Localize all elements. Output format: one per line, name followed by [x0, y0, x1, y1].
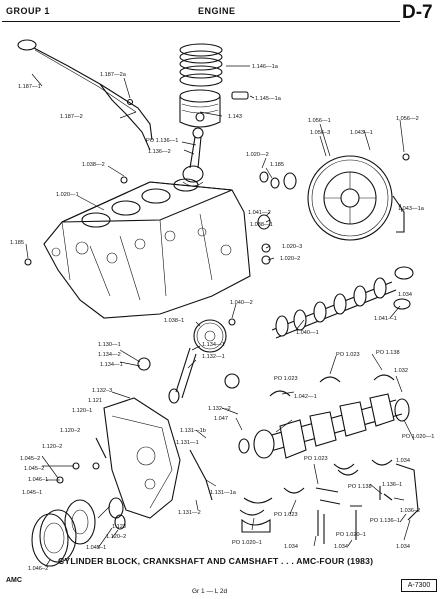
flywheel — [307, 153, 410, 241]
part-label: 1.131—1 — [176, 440, 199, 446]
part-label: 1.136—2 — [148, 149, 171, 155]
part-label: 1.134—1 — [100, 362, 123, 368]
part-label: 1.038—1 — [250, 222, 273, 228]
block-plugs — [24, 98, 297, 326]
part-label: 1.038–1 — [164, 318, 184, 324]
part-label: 1.143 — [228, 114, 242, 120]
part-label: 1.040—2 — [230, 300, 253, 306]
part-label: 1.120–2 — [106, 534, 126, 540]
part-label: 1.187—2a — [100, 72, 127, 78]
crankshaft — [238, 393, 410, 459]
part-label: PO 1.136—1 — [146, 138, 178, 144]
part-label: 1.132—2 — [208, 406, 231, 412]
part-label: 1.132—1 — [202, 354, 225, 360]
part-label: 1.041—2 — [248, 210, 271, 216]
part-label: 1.043—1a — [398, 206, 425, 212]
part-label: 1.045–1 — [22, 490, 42, 496]
part-label: 1.120–2 — [60, 428, 80, 434]
part-label: 1.034 — [334, 544, 348, 550]
footer-code: Gr 1 — L 2d — [192, 588, 228, 595]
part-label: 1.056–3 — [310, 130, 330, 136]
part-label: 1.134—1 — [202, 342, 225, 348]
part-label: 1.043—1 — [350, 130, 373, 136]
piston-rings — [179, 43, 223, 87]
part-label: 1.040—1 — [296, 330, 319, 336]
part-label: PO 1.020—1 — [402, 434, 434, 440]
part-label: 1.038—2 — [82, 162, 105, 168]
part-label: 1.131—1b — [180, 428, 206, 434]
part-labels: 1.146—1a 1.145—1a 1.143 1.187—1 1.187—2a… — [10, 64, 434, 572]
part-label: 1.131—2 — [178, 510, 201, 516]
part-label: PO 1.023 — [304, 456, 328, 462]
main-bearing-shells — [239, 374, 419, 521]
footer-brand: AMC — [6, 577, 22, 584]
piston — [179, 89, 249, 128]
part-label: 1.045–2 — [20, 456, 40, 462]
bearing-caps-bolts — [241, 486, 393, 544]
part-label: 1.036–2 — [400, 508, 420, 514]
part-label: 1.042—1 — [294, 394, 317, 400]
part-label: PO 1.023 — [274, 376, 298, 382]
part-label: 1.185 — [10, 240, 24, 246]
part-label: 1.120–2 — [42, 444, 62, 450]
part-label: 1.187—1 — [18, 84, 41, 90]
part-label: 1.020—1 — [56, 192, 79, 198]
part-label: 1.034 — [398, 292, 412, 298]
part-label: PO 1.023 — [274, 512, 298, 518]
part-label: 1.045–2 — [24, 466, 44, 472]
part-label: 1.132–3 — [92, 388, 112, 394]
figure-caption: CYLINDER BLOCK, CRANKSHAFT AND CAMSHAFT … — [58, 556, 374, 566]
part-label: 1.034 — [284, 544, 298, 550]
part-label: 1.136–1 — [382, 482, 402, 488]
cylinder-block — [43, 178, 251, 319]
header-rule — [2, 21, 400, 22]
part-label: PO 1.138 — [348, 484, 372, 490]
part-label: 1.185 — [270, 162, 284, 168]
part-label: 1.020—2 — [246, 152, 269, 158]
part-label: 1.034 — [396, 544, 410, 550]
part-label: 1.056—2 — [396, 116, 419, 122]
part-label: 1.032 — [394, 368, 408, 374]
part-label: PO 1.136–1 — [370, 518, 400, 524]
connecting-rod — [182, 127, 204, 187]
part-label: 1.187—2 — [60, 114, 83, 120]
part-label: PO 1.020–1 — [232, 540, 262, 546]
part-label: 1.046–2 — [28, 566, 48, 572]
leader-lines — [25, 65, 415, 567]
part-label: 1.020–2 — [280, 256, 300, 262]
part-label: 1.123 — [112, 524, 126, 530]
page-code: D-7 — [402, 2, 433, 23]
part-label: 1.041—1 — [374, 316, 397, 322]
part-label: 1.020–3 — [282, 244, 302, 250]
crank-pulley — [31, 497, 126, 567]
part-label: 1.045–1 — [86, 545, 106, 551]
section-title: ENGINE — [198, 6, 236, 16]
part-label: PO 1.023 — [336, 352, 360, 358]
part-label: 1.121 — [88, 398, 102, 404]
part-label: 1.046–1 — [28, 477, 48, 483]
part-label: 1.145—1a — [255, 96, 282, 102]
part-label: 1.120–1 — [72, 408, 92, 414]
part-label: 1.056—1 — [308, 118, 331, 124]
part-label: 1.146—1a — [252, 64, 279, 70]
part-label: PO 1.020–1 — [336, 532, 366, 538]
part-label: 1.130—1 — [98, 342, 121, 348]
group-label: GROUP 1 — [6, 6, 50, 16]
part-label: 1.134—2 — [98, 352, 121, 358]
part-label: 1.131—1a — [210, 490, 237, 496]
part-label: 1.047 — [214, 416, 228, 422]
dipstick — [17, 39, 153, 151]
part-label: 1.034 — [396, 458, 410, 464]
figure-id: A-7300 — [401, 579, 437, 592]
camshaft — [271, 266, 414, 339]
part-label: PO 1.138 — [376, 350, 400, 356]
timing-sprocket-chain — [137, 319, 240, 404]
